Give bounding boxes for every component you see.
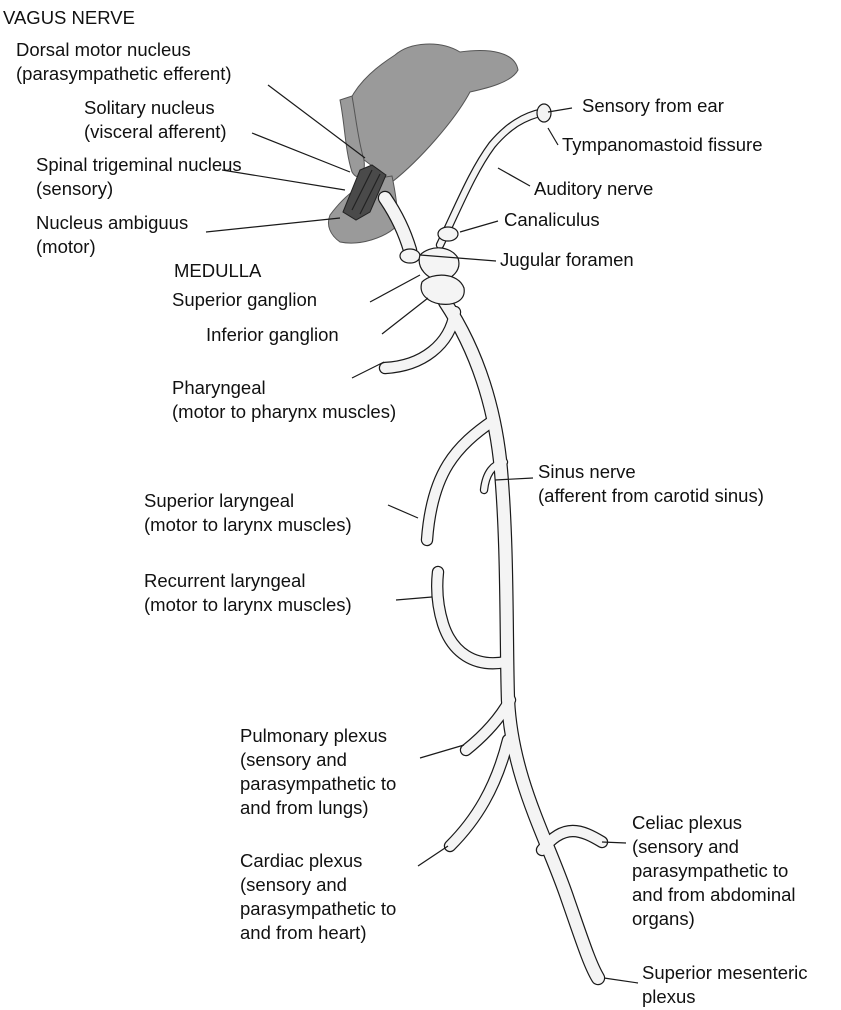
nerve-tree [385,104,602,978]
label-recurrent-laryngeal: Recurrent laryngeal (motor to larynx mus… [144,569,352,617]
label-pharyngeal: Pharyngeal (motor to pharynx muscles) [172,376,396,424]
label-solitary-nucleus: Solitary nucleus (visceral afferent) [84,96,227,144]
diagram-title: VAGUS NERVE [3,6,135,30]
label-sinus-nerve: Sinus nerve (afferent from carotid sinus… [538,460,764,508]
label-celiac-plexus: Celiac plexus (sensory and parasympathet… [632,811,796,931]
label-spinal-trigeminal-nucleus: Spinal trigeminal nucleus (sensory) [36,153,242,201]
vagus-trunk-outline [445,302,598,978]
pharyngeal-branch [385,312,455,368]
label-canaliculus: Canaliculus [504,208,600,232]
canaliculus-ring [438,227,458,241]
vagus-trunk [445,302,598,978]
cardiac-branch [450,740,508,846]
label-auditory-nerve: Auditory nerve [534,177,653,201]
label-pulmonary-plexus: Pulmonary plexus (sensory and parasympat… [240,724,396,820]
label-inferior-ganglion: Inferior ganglion [206,323,339,347]
label-tympanomastoid-fissure: Tympanomastoid fissure [562,133,763,157]
label-jugular-foramen: Jugular foramen [500,248,634,272]
inferior-ganglion-shape [421,275,464,304]
label-superior-ganglion: Superior ganglion [172,288,317,312]
label-sensory-from-ear: Sensory from ear [582,94,724,118]
label-superior-mesenteric-plexus: Superior mesenteric plexus [642,961,808,1009]
label-nucleus-ambiguus: Nucleus ambiguus (motor) [36,211,188,259]
label-dorsal-motor-nucleus: Dorsal motor nucleus (parasympathetic ef… [16,38,232,86]
jugular-ring [400,249,420,263]
medulla-upper-shape [346,44,518,182]
label-superior-laryngeal: Superior laryngeal (motor to larynx musc… [144,489,352,537]
ear-ring [537,104,551,122]
recurrent-laryngeal-branch-outline [437,572,506,663]
label-medulla: MEDULLA [174,259,261,283]
label-cardiac-plexus: Cardiac plexus (sensory and parasympathe… [240,849,396,945]
